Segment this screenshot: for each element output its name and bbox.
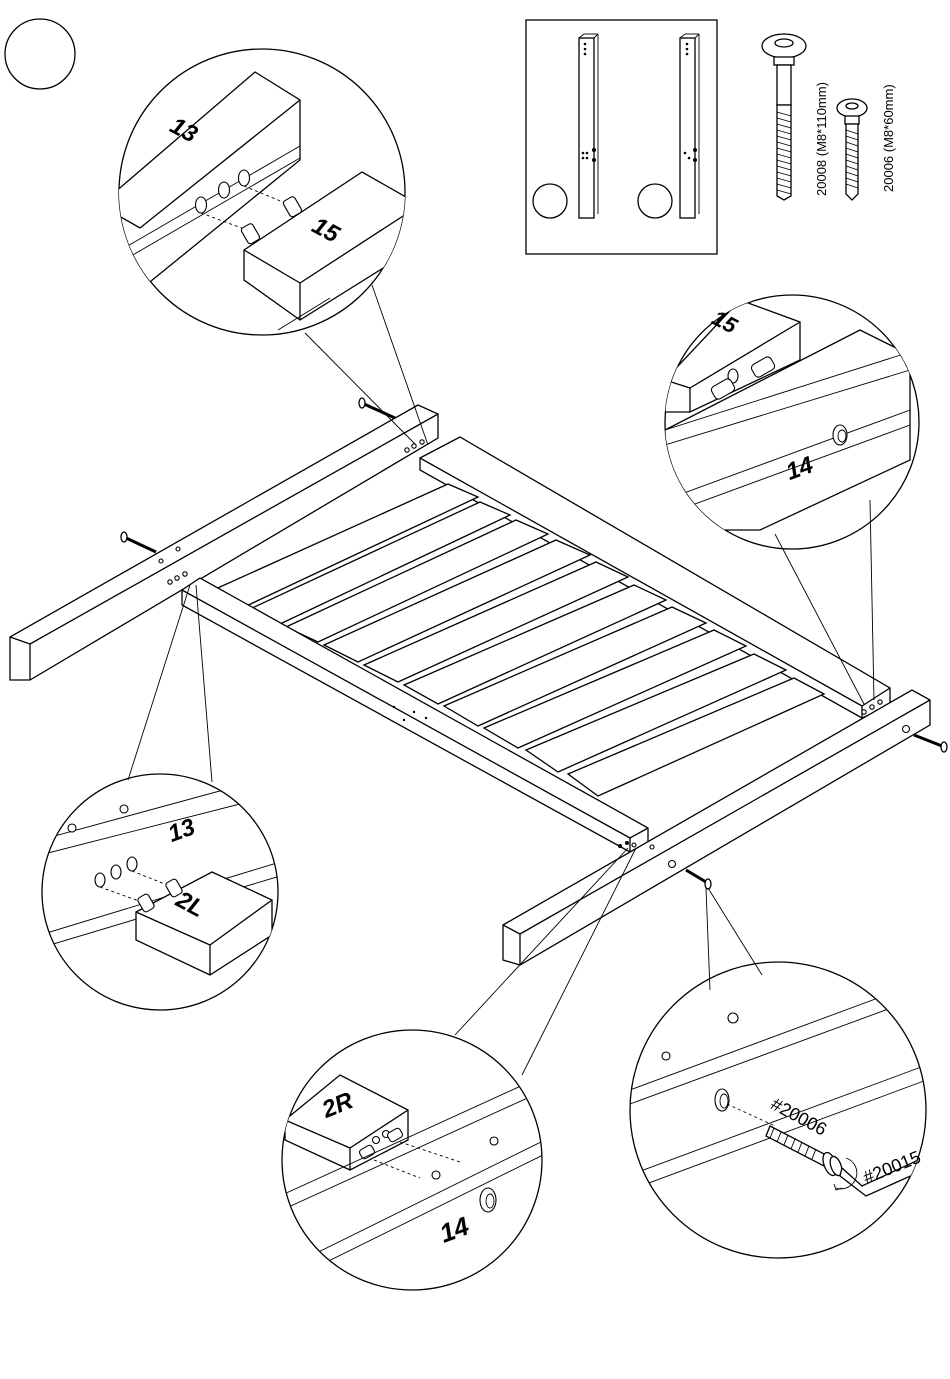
zoom-bottom-center: 2R 14 <box>282 1030 545 1290</box>
bolt-short-caption: 20006 (M8*60mm) <box>881 84 896 192</box>
zoom-bolt-icon <box>766 1126 844 1177</box>
zoom-mid-left: 13 2L <box>40 774 280 1010</box>
rail-a-part <box>579 34 598 218</box>
zoom-top-right: 15 14 <box>665 295 919 549</box>
bolt-short-icon <box>837 99 867 200</box>
parts-box <box>526 20 717 254</box>
rail-b-id-circle <box>638 184 672 218</box>
zoom-bottom-center-rail-label: 14 <box>435 1210 473 1248</box>
zoom-mid-left-rail-label: 13 <box>164 813 199 848</box>
rail-b-part <box>680 34 699 218</box>
bolt-left-upper-icon <box>359 398 395 418</box>
zoom-bottom-right: #20006 #20015 <box>630 962 948 1258</box>
zoom-top-left: 13 15 <box>100 49 420 335</box>
bolt-long-icon <box>762 34 806 200</box>
step-indicator <box>5 19 75 89</box>
bolt-long-caption: 20008 (M8*110mm) <box>814 82 829 196</box>
bolt-left-lower-icon <box>121 532 156 552</box>
rail-a-id-circle <box>533 184 567 218</box>
bolt-right-lower-icon <box>686 870 711 889</box>
bolt-right-upper-icon <box>914 735 947 752</box>
